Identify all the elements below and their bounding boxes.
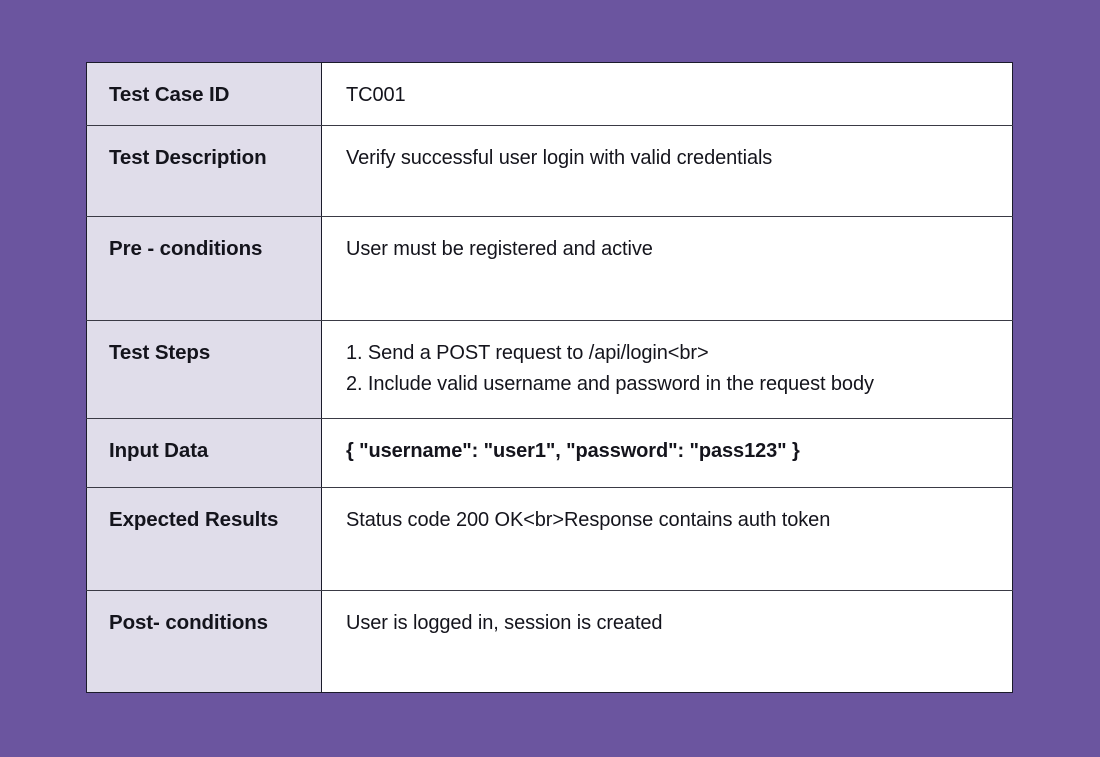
row-value-cell: TC001 (321, 62, 1013, 126)
row-value-cell: Status code 200 OK<br>Response contains … (321, 487, 1013, 591)
row-label-cell: Test Case ID (86, 62, 322, 126)
row-value-line: User must be registered and active (346, 238, 653, 260)
row-label-cell: Test Description (86, 125, 322, 217)
row-value-line: Verify successful user login with valid … (346, 147, 773, 169)
row-value-cell: Verify successful user login with valid … (321, 125, 1013, 217)
row-value-line: TC001 (346, 84, 406, 106)
row-value-cell: 1. Send a POST request to /api/login<br>… (321, 320, 1013, 419)
row-value-cell: { "username": "user1", "password": "pass… (321, 418, 1013, 488)
row-value-cell: User must be registered and active (321, 216, 1013, 321)
row-value-line: 1. Send a POST request to /api/login<br> (346, 342, 709, 364)
row-label-cell: Input Data (86, 418, 322, 488)
table-row: Input Data { "username": "user1", "passwo… (86, 418, 1013, 488)
table-row: Test Case ID TC001 (86, 62, 1013, 126)
row-label-cell: Expected Results (86, 487, 322, 591)
row-label-cell: Post- conditions (86, 590, 322, 693)
table-row: Test Description Verify successful user l… (86, 125, 1013, 217)
row-value-line: 2. Include valid username and password i… (346, 373, 874, 395)
row-label-cell: Test Steps (86, 320, 322, 419)
table-row: Post- conditions User is logged in, sessi… (86, 590, 1013, 693)
row-value-cell: User is logged in, session is created (321, 590, 1013, 693)
table-row: Pre - conditions User must be registered … (86, 216, 1013, 321)
row-label-cell: Pre - conditions (86, 216, 322, 321)
row-value-line: Status code 200 OK<br>Response contains … (346, 509, 831, 531)
row-value-line: User is logged in, session is created (346, 612, 663, 634)
table-row: Expected Results Status code 200 OK<br>Re… (86, 487, 1013, 591)
row-value-line: { "username": "user1", "password": "pass… (346, 440, 800, 462)
